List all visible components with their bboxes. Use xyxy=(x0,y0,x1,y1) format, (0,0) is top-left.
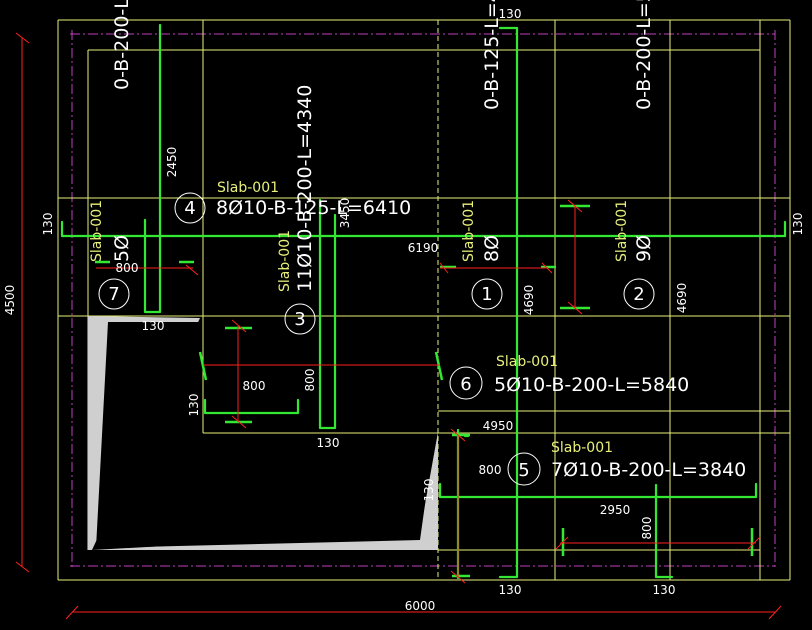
bubble-number-1: 1 xyxy=(481,284,492,305)
dim-text-800-6: 800 xyxy=(303,369,317,392)
dist-5c-end-b xyxy=(747,536,761,550)
dist-2-end-a xyxy=(567,199,583,213)
dist-7-end-a xyxy=(185,264,199,276)
bubble-number-5: 5 xyxy=(518,460,529,481)
slab-label-3: Slab-001 xyxy=(277,230,293,292)
dist-5c-end-a xyxy=(555,536,569,550)
dim-text-2450: 2450 xyxy=(165,147,179,178)
dist-1-end-a xyxy=(439,262,449,274)
dim-text-6000: 6000 xyxy=(405,599,436,613)
slab-label-2: Slab-001 xyxy=(614,200,630,262)
rebar-spec-7-top: 0-B-200-L=3340 xyxy=(111,0,133,90)
rebar-5-hook xyxy=(654,483,674,579)
rebar-5-bar xyxy=(438,482,758,499)
dim-text-130-3: 130 xyxy=(317,436,340,450)
dist-1-end-b xyxy=(541,262,553,274)
dim-text-130-7: 130 xyxy=(142,319,165,333)
bubble-number-6: 6 xyxy=(460,374,471,395)
slab-label-4: Slab-001 xyxy=(217,180,279,196)
dim-4500-tick-top xyxy=(15,32,30,44)
rebar-spec-7-bottom: 5Ø xyxy=(111,235,133,262)
rebar-3-bar xyxy=(318,198,337,430)
bubble-7 xyxy=(98,278,130,310)
rebar-spec-6: 5Ø10-B-200-L=5840 xyxy=(494,374,689,396)
rebar-spec-2-bottom: 9Ø xyxy=(633,235,655,262)
bubble-3 xyxy=(284,303,316,335)
dim-text-800-5c: 800 xyxy=(640,517,654,540)
slab-outline xyxy=(70,30,776,570)
dim-text-130-right: 130 xyxy=(791,213,805,236)
bubble-number-7: 7 xyxy=(108,284,119,305)
dim-text-3450: 3450 xyxy=(338,198,352,229)
red-dimension-lines xyxy=(15,32,782,620)
dim-text-4690-a: 4690 xyxy=(522,285,536,316)
rebar-spec-5: 7Ø10-B-200-L=3840 xyxy=(551,459,746,481)
rebar-specs: 8Ø10-B-125-L=6410 5Ø10-B-200-L=5840 7Ø10… xyxy=(111,0,746,481)
dim-6000-tick-left xyxy=(65,605,79,620)
dim-text-130-top: 130 xyxy=(499,7,522,21)
rebar-spec-1-top: 0-B-125-L=4910 xyxy=(481,0,503,110)
slab-label-5: Slab-001 xyxy=(551,440,613,456)
rebar-spec-4: 8Ø10-B-125-L=6410 xyxy=(216,197,411,219)
tick-6-a xyxy=(198,351,208,381)
rebar-spec-1-bottom: 8Ø xyxy=(481,235,503,262)
dim-text-4950: 4950 xyxy=(483,419,514,433)
rebar-spec-2-top: 0-B-200-L=5580 xyxy=(633,0,655,110)
dim-text-130-left: 130 xyxy=(41,213,55,236)
dim-text-4690-b: 4690 xyxy=(675,283,689,314)
dim-text-130-bottom-1: 130 xyxy=(499,583,522,597)
rebar-spec-3: 11Ø10-B-200-L=4340 xyxy=(294,85,316,292)
bubble-number-2: 2 xyxy=(633,284,644,305)
bubble-2 xyxy=(623,278,655,310)
rebar-6-bar xyxy=(203,398,300,415)
grid-lines xyxy=(57,19,791,581)
slab-opening-void xyxy=(96,322,434,548)
dist-5-end-a xyxy=(450,428,466,442)
slab-label-7: Slab-001 xyxy=(89,200,105,262)
rebar-7-bar xyxy=(143,23,162,314)
dist-3-end-a xyxy=(231,319,247,333)
bubble-number-4: 4 xyxy=(184,198,195,219)
slab-labels: Slab-001 Slab-001 Slab-001 Slab-001 Slab… xyxy=(89,180,630,456)
dimension-texts: 6000 4500 130 130 130 130 130 130 130 13… xyxy=(3,7,805,613)
bubble-numbers: 4 7 3 1 2 6 5 xyxy=(108,198,644,481)
bubble-5 xyxy=(507,452,541,486)
rebar-1-bar xyxy=(498,26,519,579)
dim-text-800-7: 800 xyxy=(116,261,139,275)
dist-3-end-b xyxy=(231,415,247,429)
dim-text-800-3: 800 xyxy=(243,379,266,393)
dim-text-130-6: 130 xyxy=(187,394,201,417)
bubble-4 xyxy=(174,192,206,224)
bubble-6 xyxy=(449,366,483,400)
dist-2-end-b xyxy=(567,301,583,315)
slab-label-1: Slab-001 xyxy=(461,200,477,262)
rebar-4-main-bar xyxy=(60,220,787,238)
tick-6-b xyxy=(434,351,444,381)
dim-text-130-bottom-2: 130 xyxy=(653,583,676,597)
bubble-1 xyxy=(471,278,503,310)
dim-text-800-5: 800 xyxy=(479,463,502,477)
slab-label-6: Slab-001 xyxy=(496,354,558,370)
rebar-bubbles xyxy=(98,192,655,486)
dist-5-end-b xyxy=(450,570,466,584)
dim-text-4500: 4500 xyxy=(3,285,17,316)
dim-6000-tick-right xyxy=(768,605,782,620)
dim-text-2950: 2950 xyxy=(600,503,631,517)
dim-text-6190: 6190 xyxy=(408,241,439,255)
dim-text-130-5: 130 xyxy=(422,479,436,502)
dim-4500-tick-bottom xyxy=(15,561,30,573)
bubble-number-3: 3 xyxy=(294,309,305,330)
